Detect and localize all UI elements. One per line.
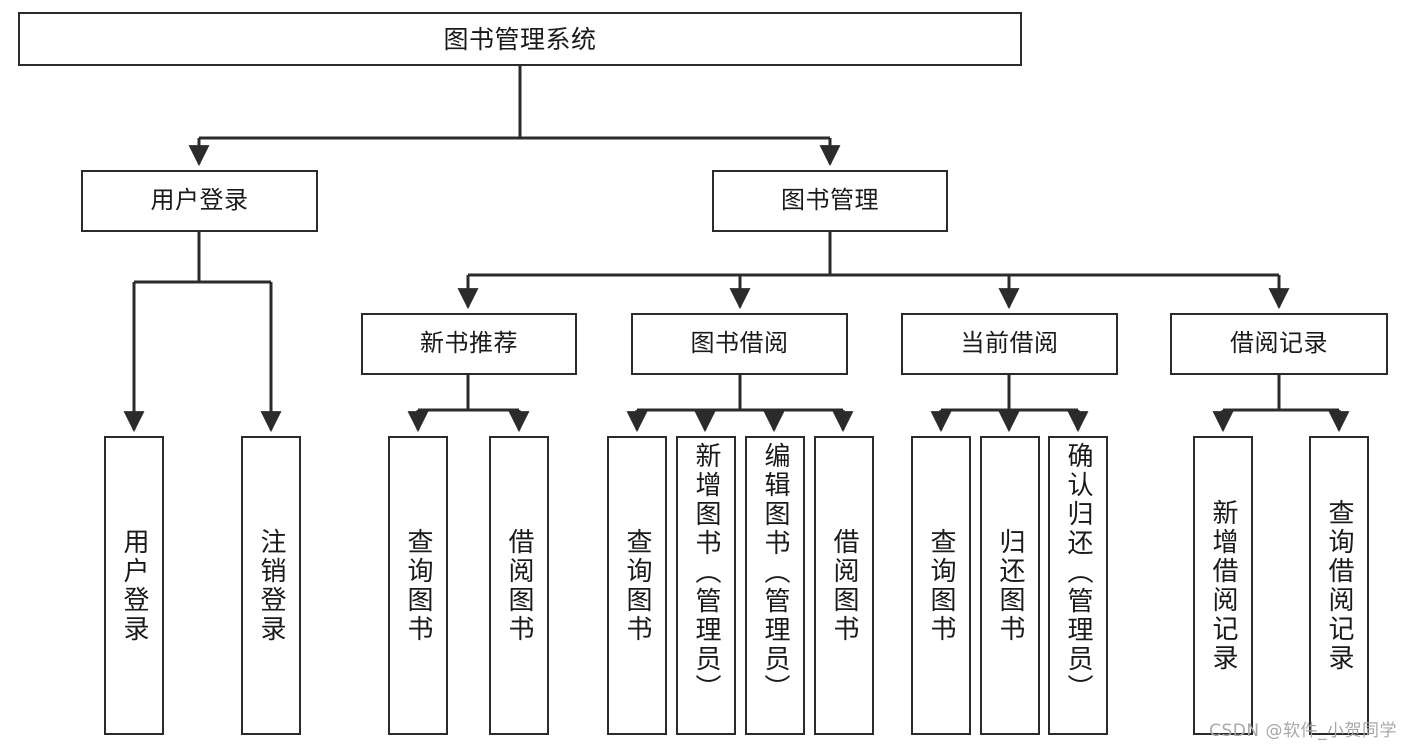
node-label: 借阅图书 bbox=[504, 527, 534, 644]
node-label: 借阅记录 bbox=[1230, 329, 1328, 358]
node-label: 当前借阅 bbox=[960, 329, 1059, 358]
leaf-query-book-borrow[interactable]: 查询图书 bbox=[607, 436, 667, 735]
node-label: 编辑图书（管理员） bbox=[760, 442, 790, 703]
node-label: 查询图书 bbox=[926, 527, 956, 644]
node-label: 新增图书（管理员） bbox=[691, 442, 721, 703]
node-new-book-recommend[interactable]: 新书推荐 bbox=[361, 313, 577, 375]
node-label: 借阅图书 bbox=[829, 527, 859, 644]
node-label: 图书管理系统 bbox=[443, 24, 597, 54]
leaf-user-login[interactable]: 用户登录 bbox=[104, 436, 164, 735]
leaf-add-book-admin[interactable]: 新增图书（管理员） bbox=[676, 436, 736, 735]
node-label: 图书借阅 bbox=[690, 329, 789, 358]
node-label: 归还图书 bbox=[995, 527, 1025, 644]
watermark: CSDN @软件_小贺同学 bbox=[1209, 721, 1397, 741]
leaf-logout[interactable]: 注销登录 bbox=[241, 436, 301, 735]
leaf-query-book-current[interactable]: 查询图书 bbox=[911, 436, 971, 735]
node-root-system[interactable]: 图书管理系统 bbox=[18, 12, 1022, 66]
node-label: 查询图书 bbox=[403, 527, 433, 644]
node-book-borrow[interactable]: 图书借阅 bbox=[631, 313, 848, 375]
leaf-query-borrow-record[interactable]: 查询借阅记录 bbox=[1309, 436, 1369, 735]
leaf-confirm-return-admin[interactable]: 确认归还（管理员） bbox=[1048, 436, 1108, 735]
leaf-query-book-recommend[interactable]: 查询图书 bbox=[388, 436, 448, 735]
node-label: 查询图书 bbox=[622, 527, 652, 644]
node-label: 注销登录 bbox=[256, 527, 286, 644]
node-current-borrow[interactable]: 当前借阅 bbox=[901, 313, 1118, 375]
node-label: 新增借阅记录 bbox=[1208, 498, 1238, 673]
node-label: 用户登录 bbox=[119, 527, 149, 644]
leaf-add-borrow-record[interactable]: 新增借阅记录 bbox=[1193, 436, 1253, 735]
leaf-return-book[interactable]: 归还图书 bbox=[980, 436, 1040, 735]
node-label: 新书推荐 bbox=[420, 329, 518, 358]
leaf-borrow-book-recommend[interactable]: 借阅图书 bbox=[489, 436, 549, 735]
node-label: 查询借阅记录 bbox=[1324, 498, 1354, 673]
node-borrow-record[interactable]: 借阅记录 bbox=[1170, 313, 1388, 375]
node-label: 确认归还（管理员） bbox=[1063, 442, 1093, 703]
leaf-borrow-book[interactable]: 借阅图书 bbox=[814, 436, 874, 735]
node-label: 用户登录 bbox=[150, 186, 249, 215]
node-book-management[interactable]: 图书管理 bbox=[712, 170, 948, 232]
leaf-edit-book-admin[interactable]: 编辑图书（管理员） bbox=[745, 436, 805, 735]
node-label: 图书管理 bbox=[781, 186, 879, 215]
node-user-login[interactable]: 用户登录 bbox=[81, 170, 318, 232]
